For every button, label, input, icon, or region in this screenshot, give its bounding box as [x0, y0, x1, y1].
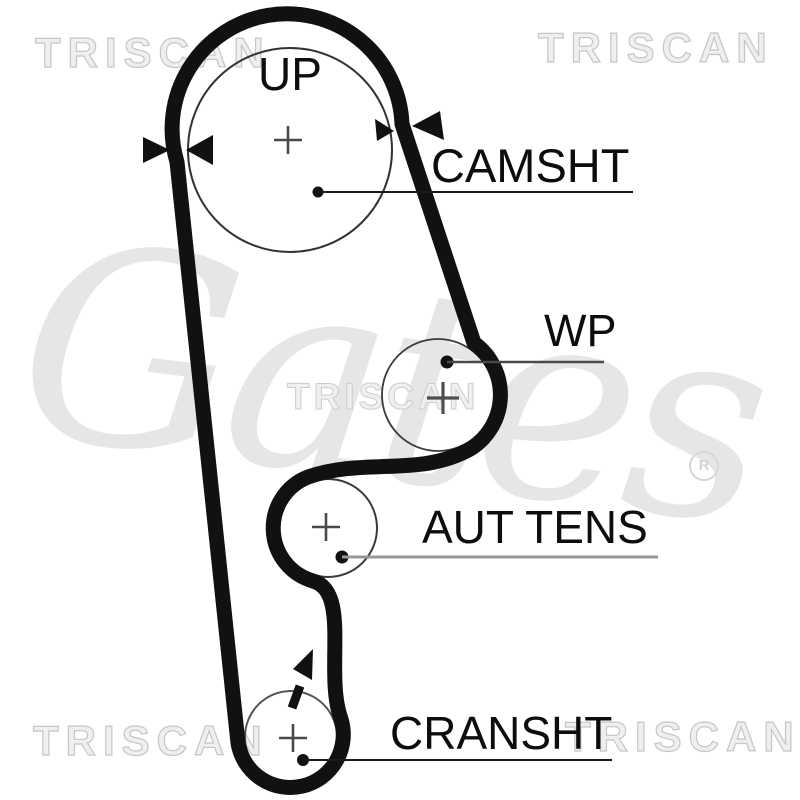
label-camshaft: CAMSHT — [431, 139, 630, 192]
label-tensioner: AUT TENS — [422, 501, 648, 553]
camshaft-left-alignment-arrow-icon — [143, 137, 170, 163]
camshaft-right-alignment-arrow-icon — [375, 119, 394, 141]
timing-belt-path — [164, 6, 508, 795]
label-crankshaft: CRANSHT — [390, 707, 613, 759]
crankshaft-center-cross-icon — [279, 724, 307, 752]
tensioner-center-cross-icon — [312, 513, 340, 541]
camshaft-right-alignment-arrow-icon — [412, 111, 444, 140]
watermark-triscan-top-right: TRISCAN — [537, 24, 774, 71]
label-up: UP — [258, 48, 322, 100]
watermark-triscan-bottom-right: TRISCAN — [564, 713, 800, 760]
rotation-direction-arrow-icon — [293, 649, 313, 680]
camshaft-left-alignment-arrow-icon — [186, 135, 213, 165]
rotation-direction-arrow-dash — [287, 684, 305, 710]
watermark-triscan-bottom-left: TRISCAN — [32, 717, 269, 764]
camshaft-center-cross-icon — [274, 126, 302, 154]
registered-trademark-icon: R — [689, 451, 719, 481]
label-water-pump: WP — [544, 305, 617, 356]
water-pump-center-cross-icon — [427, 382, 459, 414]
